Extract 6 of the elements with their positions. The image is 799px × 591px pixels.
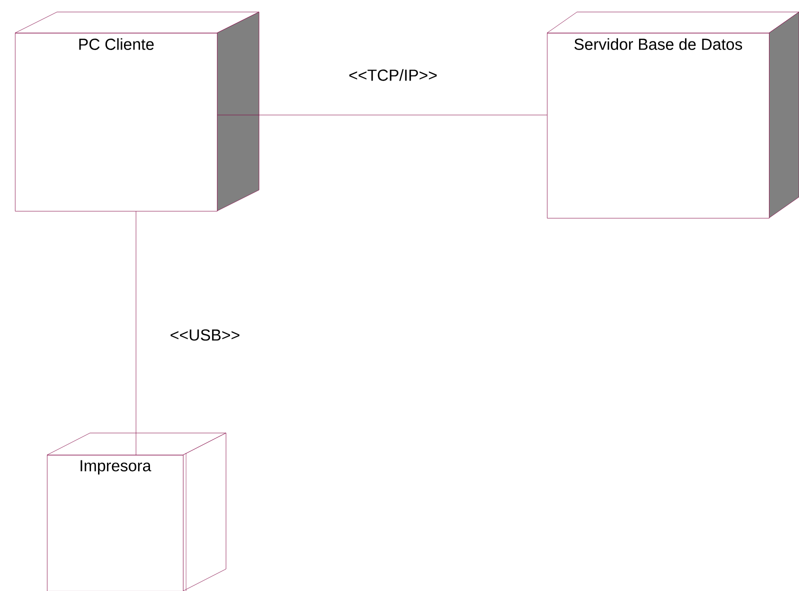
connector-line	[217, 114, 548, 116]
node-box: Servidor Base de Datos	[546, 12, 799, 218]
node-box: Impresora	[46, 432, 226, 591]
node-box: PC Cliente	[14, 12, 260, 212]
edge-label: <<TCP/IP>>	[349, 69, 437, 81]
edge-label: <<USB>>	[170, 329, 240, 341]
